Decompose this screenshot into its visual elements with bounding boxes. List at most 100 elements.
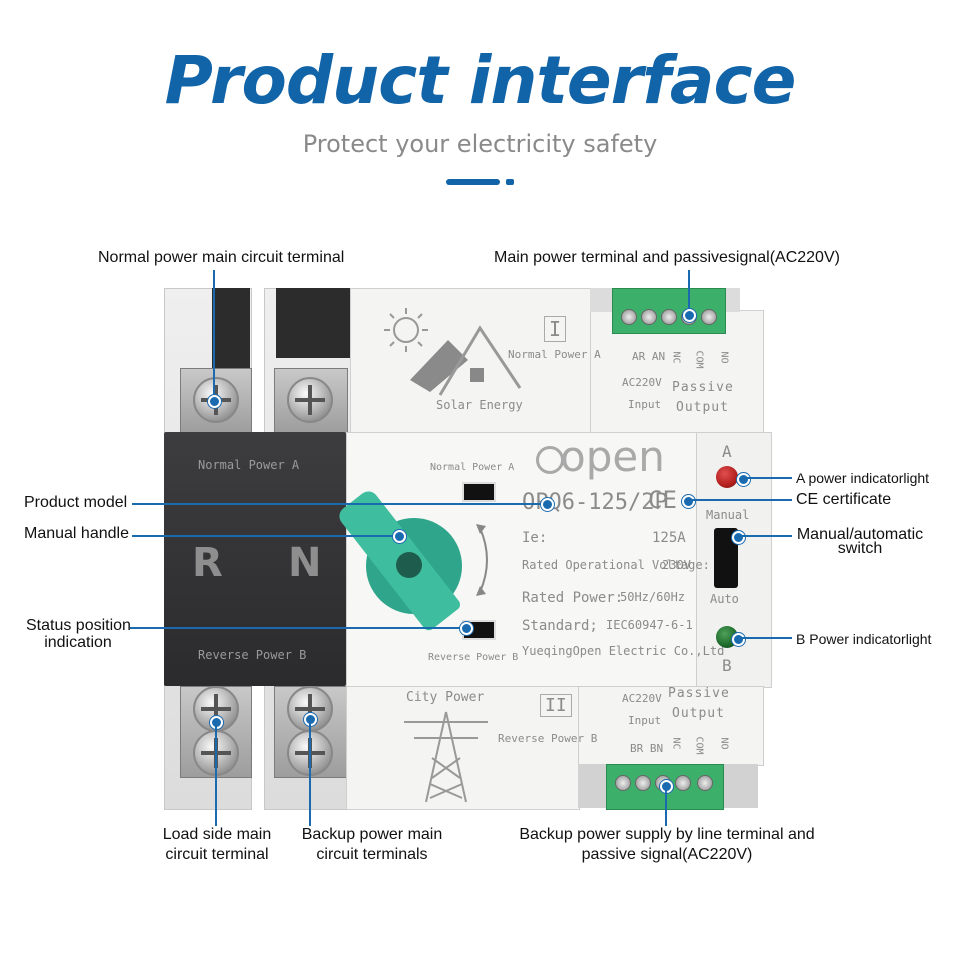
callout-product-model: Product model xyxy=(24,494,128,511)
leader-line xyxy=(692,499,792,501)
callout-b-light: B Power indicatorlight xyxy=(796,631,932,647)
leader-line xyxy=(742,637,792,639)
com-bottom-label: COM xyxy=(693,736,705,755)
leader-dot xyxy=(541,498,554,511)
power-tower-icon xyxy=(404,711,488,803)
input-label: Input xyxy=(628,398,662,411)
pole-slot-right xyxy=(276,288,350,358)
indicator-a-label: A xyxy=(722,442,732,461)
screw-icon xyxy=(287,377,333,423)
black-terminal-cover xyxy=(164,432,346,686)
ac220v-label: AC220V xyxy=(622,376,662,389)
callout-normal-terminal: Normal power main circuit terminal xyxy=(98,249,345,266)
leader-line xyxy=(665,790,667,826)
status-window-top xyxy=(462,482,496,502)
nc-bottom-label: NC xyxy=(670,737,682,750)
a-power-led xyxy=(716,466,738,488)
r-label: R xyxy=(192,540,223,586)
callout-switch-1: Manual/automatic xyxy=(796,526,924,543)
callout-ce: CE certificate xyxy=(796,491,892,508)
leader-dot xyxy=(737,473,750,486)
output-label: Output xyxy=(676,400,729,415)
roman-one: I xyxy=(544,316,567,342)
cover-top-label: Normal Power A xyxy=(198,458,300,472)
power-label: Rated Power: xyxy=(522,590,624,606)
auto-label: Auto xyxy=(710,592,739,606)
callout-backup-main-1: Backup power main xyxy=(301,826,443,843)
voltage-value: 230V xyxy=(662,558,691,572)
leader-line xyxy=(746,477,792,479)
callout-switch-2: switch xyxy=(837,540,883,557)
standard-label: Standard; xyxy=(522,618,598,634)
leader-dot xyxy=(683,309,696,322)
callout-a-light: A power indicatorlight xyxy=(796,470,930,486)
reverse-power-b-label: Reverse Power B xyxy=(498,732,598,745)
ar-an-label: AR AN xyxy=(632,350,666,363)
passive-label: Passive xyxy=(672,380,734,395)
handle-pivot xyxy=(396,552,422,578)
title-underline xyxy=(446,179,500,185)
page-title: Product interface xyxy=(164,42,797,119)
ie-value: 125A xyxy=(652,530,686,546)
brand-logo-icon xyxy=(536,446,564,474)
window-bottom-label: Reverse Power B xyxy=(428,652,519,663)
no-bottom-label: NO xyxy=(718,737,730,750)
callout-load-2: circuit terminal xyxy=(165,846,269,863)
rotate-arrow-icon xyxy=(476,524,488,596)
callout-backup-main-2: circuit terminals xyxy=(316,846,428,863)
ie-label: Ie: xyxy=(522,530,548,546)
leader-line xyxy=(688,270,690,314)
leader-dot xyxy=(732,531,745,544)
nc-label: NC xyxy=(670,351,682,364)
no-label: NO xyxy=(718,351,730,364)
leader-line xyxy=(742,535,792,537)
n-label: N xyxy=(288,540,322,586)
leader-line xyxy=(215,726,217,826)
indicator-b-label: B xyxy=(722,656,732,675)
leader-line xyxy=(132,503,544,505)
leader-dot xyxy=(682,495,695,508)
page-subtitle: Protect your electricity safety xyxy=(302,130,658,158)
output-bottom-label: Output xyxy=(672,706,725,721)
maker-label: YueqingOpen Electric Co.,Ltd xyxy=(522,644,725,658)
br-bn-label: BR BN xyxy=(630,742,664,755)
leader-line xyxy=(130,627,464,629)
leader-line xyxy=(213,270,215,400)
solar-energy-icon xyxy=(384,308,522,396)
leader-line xyxy=(132,535,398,537)
callout-load-1: Load side main xyxy=(162,826,272,843)
ac220v-bottom-label: AC220V xyxy=(622,692,662,705)
standard-value: IEC60947-6-1 xyxy=(606,618,693,632)
brand-logo: open xyxy=(560,432,665,481)
leader-dot xyxy=(732,633,745,646)
power-value: 50Hz/60Hz xyxy=(620,590,686,604)
screw-icon xyxy=(287,686,333,732)
callout-status-1: Status position xyxy=(26,617,131,634)
callout-main-terminal: Main power terminal and passivesignal(AC… xyxy=(494,249,840,266)
voltage-label: Rated Operational Voltage: xyxy=(522,558,710,572)
city-power-label: City Power xyxy=(406,690,485,705)
window-top-label: Normal Power A xyxy=(430,462,515,473)
callout-status-2: indication xyxy=(44,634,112,651)
callout-backup-line-2: passive signal(AC220V) xyxy=(581,846,753,863)
input-bottom-label: Input xyxy=(628,714,662,727)
com-label: COM xyxy=(693,350,705,369)
top-terminal-block xyxy=(612,288,726,334)
pole-slot-left xyxy=(212,288,250,368)
solar-energy-label: Solar Energy xyxy=(436,398,523,412)
ce-mark: CE xyxy=(648,486,677,514)
roman-two: II xyxy=(540,694,572,717)
leader-line xyxy=(309,723,311,826)
leader-dot xyxy=(393,530,406,543)
leader-dot xyxy=(208,395,221,408)
leader-dot xyxy=(460,622,473,635)
normal-power-a-label: Normal Power A xyxy=(508,348,601,361)
manual-label: Manual xyxy=(706,508,750,522)
passive-bottom-label: Passive xyxy=(668,686,730,701)
bottom-right-panel xyxy=(578,686,764,766)
top-panel xyxy=(350,288,592,434)
callout-backup-line-1: Backup power supply by line terminal and xyxy=(519,826,815,843)
title-underline-dot xyxy=(506,179,514,185)
callout-manual-handle: Manual handle xyxy=(24,525,129,542)
cover-bottom-label: Reverse Power B xyxy=(198,648,307,662)
